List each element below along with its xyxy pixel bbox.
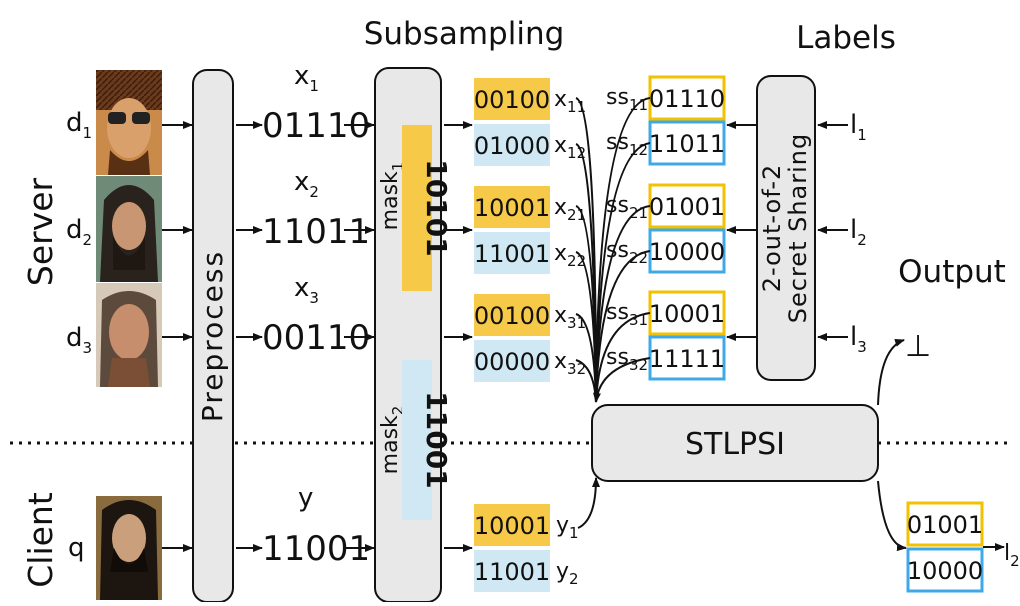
preprocess-label: Preprocess bbox=[196, 250, 229, 422]
ss31-label: ss31 bbox=[606, 300, 648, 329]
x32-value: 00000 bbox=[474, 348, 550, 376]
output-bottom-value: 10000 bbox=[907, 557, 983, 585]
secret-sharing-label-1: 2-out-of-2 bbox=[758, 164, 786, 293]
x12-label: x12 bbox=[554, 133, 586, 162]
portrait-d3 bbox=[96, 283, 162, 387]
label-client: Client bbox=[21, 492, 60, 588]
y2-value: 11001 bbox=[474, 558, 550, 586]
x31-box bbox=[474, 294, 550, 336]
ss12-box bbox=[648, 120, 726, 166]
mask2-value-box bbox=[402, 360, 432, 520]
x11-label: x11 bbox=[554, 87, 586, 116]
stlpsi-label: STLPSI bbox=[685, 427, 785, 462]
x21-value: 10001 bbox=[474, 194, 550, 222]
x2-label: x2 bbox=[294, 167, 319, 201]
input-q: q bbox=[68, 533, 85, 563]
portrait-d2 bbox=[96, 176, 162, 282]
heading-subsampling: Subsampling bbox=[364, 16, 565, 52]
mask1-value-box bbox=[402, 125, 432, 291]
x21-box bbox=[474, 186, 550, 228]
x12-value: 01000 bbox=[474, 132, 550, 160]
x3-label: x3 bbox=[294, 273, 319, 307]
code-x2: 11011 bbox=[262, 212, 370, 252]
mask2-label: mask2 bbox=[378, 406, 407, 475]
portrait-d1 bbox=[96, 70, 162, 175]
x11-value: 00100 bbox=[474, 86, 550, 114]
portrait-q bbox=[96, 496, 162, 600]
y1-label: y1 bbox=[556, 513, 579, 542]
y2-box bbox=[474, 550, 550, 592]
y1-value: 10001 bbox=[474, 512, 550, 540]
x1-label: x1 bbox=[294, 61, 319, 95]
ss22-value: 10000 bbox=[649, 238, 725, 266]
ss21-value: 01001 bbox=[649, 193, 725, 221]
x32-box bbox=[474, 340, 550, 382]
y1-box bbox=[474, 504, 550, 546]
x32-label: x32 bbox=[554, 349, 586, 378]
label-l3: l3 bbox=[850, 322, 867, 356]
ss32-value: 11111 bbox=[649, 345, 725, 373]
ss31-value: 10001 bbox=[649, 300, 725, 328]
output-arrow-label bbox=[877, 480, 907, 552]
x11-box bbox=[474, 78, 550, 120]
x21-label: x21 bbox=[554, 195, 586, 224]
x22-value: 11001 bbox=[474, 240, 550, 268]
ss11-box bbox=[648, 75, 726, 121]
mask2-value: 11001 bbox=[420, 391, 453, 488]
output-bottom-symbol: ⊥ bbox=[905, 329, 931, 364]
output-label: l2 bbox=[1004, 541, 1020, 570]
x12-box bbox=[474, 124, 550, 166]
output-top-box bbox=[906, 501, 984, 547]
mask1-label: mask1 bbox=[378, 162, 407, 231]
mask1-value: 10101 bbox=[420, 159, 453, 256]
label-server: Server bbox=[21, 177, 60, 286]
output-top-value: 01001 bbox=[907, 511, 983, 539]
output-arrow-bottom-symbol bbox=[877, 339, 905, 406]
converging-arrows bbox=[575, 97, 651, 529]
ss11-label: ss11 bbox=[606, 85, 648, 114]
stlpsi-block bbox=[591, 404, 879, 482]
ss12-label: ss12 bbox=[606, 130, 648, 159]
ss21-box bbox=[648, 183, 726, 229]
heading-labels: Labels bbox=[796, 20, 896, 56]
y-label: y bbox=[298, 483, 313, 513]
input-d3: d3 bbox=[66, 323, 92, 357]
heading-output: Output bbox=[898, 254, 1006, 290]
ss12-value: 11011 bbox=[649, 130, 725, 158]
input-d2: d2 bbox=[66, 215, 92, 249]
ss11-value: 01110 bbox=[649, 85, 725, 113]
x22-box bbox=[474, 232, 550, 274]
secret-sharing-block bbox=[756, 75, 816, 381]
output-bottom-box bbox=[906, 547, 984, 593]
input-d1: d1 bbox=[66, 108, 92, 142]
ss32-label: ss32 bbox=[606, 345, 648, 374]
secret-sharing-label-2: Secret Sharing bbox=[784, 133, 812, 323]
label-l2: l2 bbox=[850, 215, 867, 249]
x31-value: 00100 bbox=[474, 302, 550, 330]
label-l1: l1 bbox=[850, 110, 867, 144]
y2-label: y2 bbox=[556, 559, 579, 588]
x22-label: x22 bbox=[554, 241, 586, 270]
